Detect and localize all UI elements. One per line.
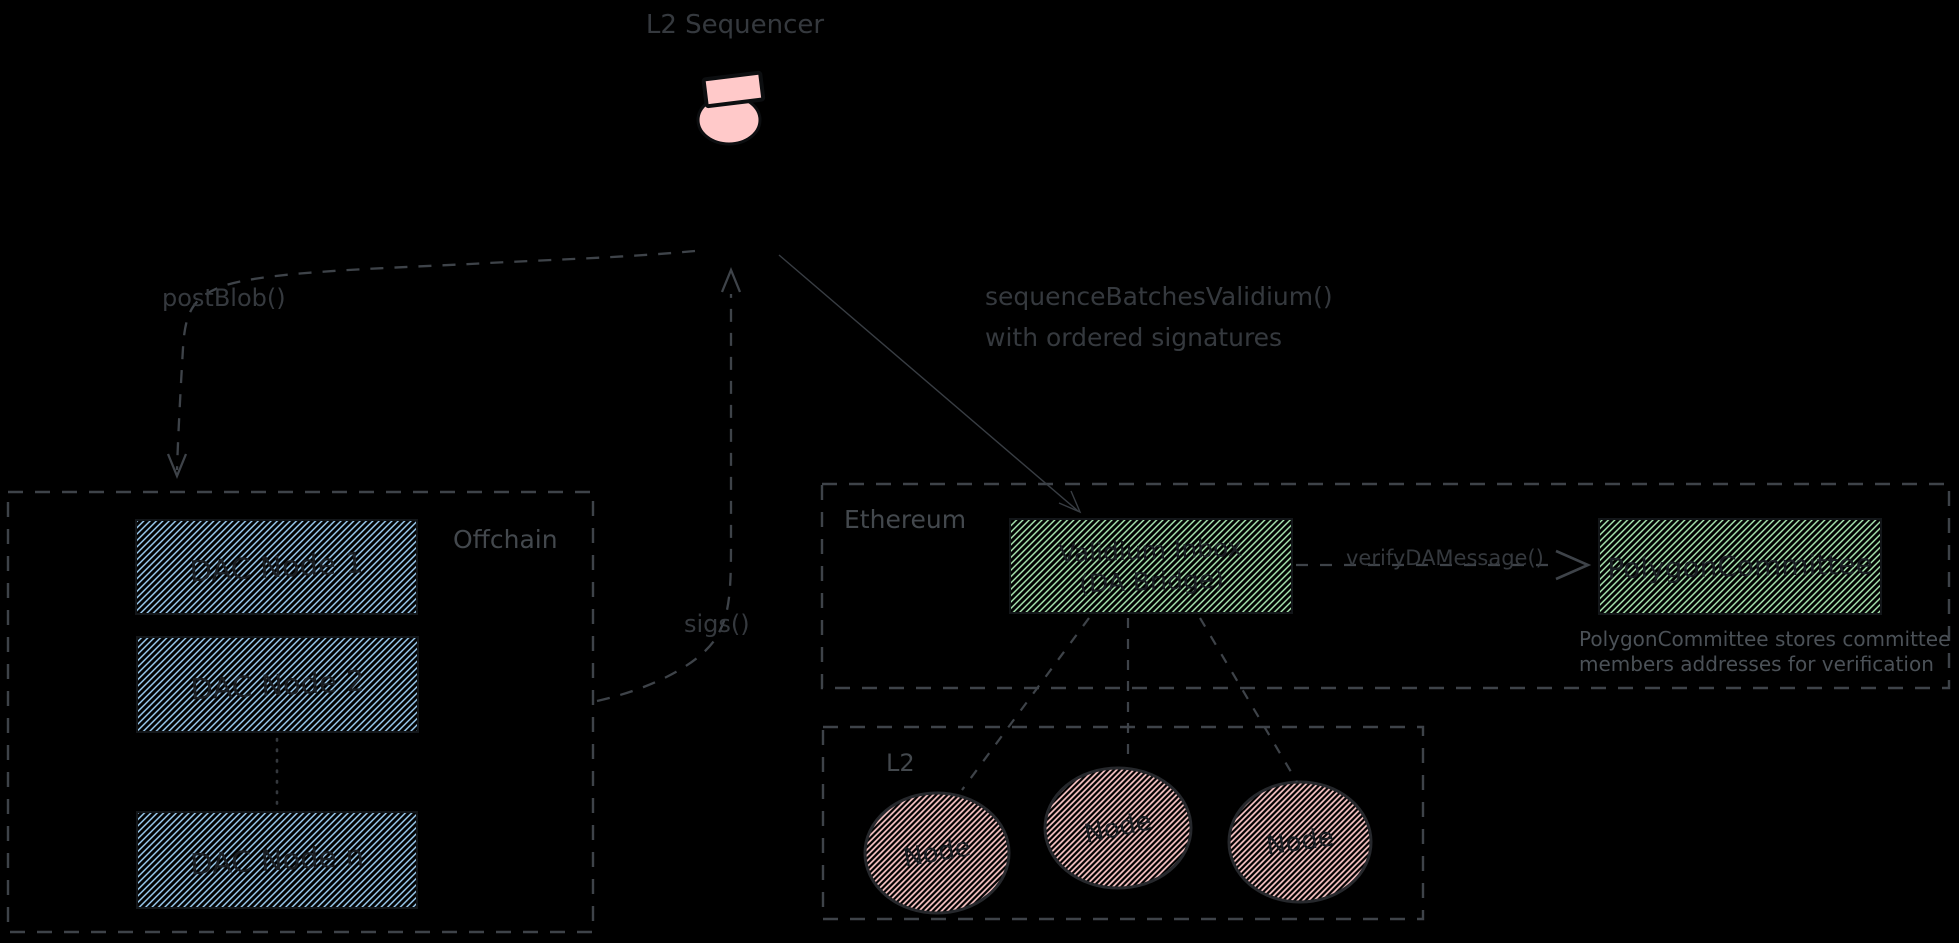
dac-node-n-label: DAC Node n <box>189 838 365 882</box>
sequence-batches-line2: with ordered signatures <box>985 323 1283 352</box>
sigs-arrowhead <box>720 266 742 293</box>
committee-footnote-line1: PolygonCommittee stores committee <box>1579 627 1951 651</box>
polygon-committee-label: PolygonCommittee <box>1606 547 1873 586</box>
validium-inbox-line2: (DA Bridge) <box>1078 564 1225 599</box>
dac-node-2-label: DAC Node 2 <box>189 662 366 707</box>
ethereum-box <box>820 482 1951 690</box>
sequence-batches-arrowhead <box>1058 490 1082 514</box>
sigs-label: sigs() <box>684 610 750 638</box>
sigs-arrow-line <box>596 294 733 703</box>
committee-footnote: PolygonCommittee stores committee member… <box>1579 627 1950 677</box>
committee-footnote-line2: members addresses for verification <box>1579 652 1934 676</box>
postblob-arrow-line <box>175 249 696 471</box>
validium-inbox-label: Validium Inbox (DA Bridge) <box>1008 514 1293 618</box>
dac-node-1-label: DAC Node 1 <box>188 545 365 589</box>
l2-box <box>821 725 1425 921</box>
sequence-batches-label: sequenceBatchesValidium() with ordered s… <box>985 276 1333 358</box>
sequencer-person-icon <box>696 70 766 146</box>
sequence-batches-arrow-line <box>778 254 1079 512</box>
validium-inbox-box <box>1009 518 1293 614</box>
verify-da-message-label: verifyDAMessage() <box>1346 546 1544 570</box>
l2-label: L2 <box>886 749 915 777</box>
inbox-to-node1-line <box>961 617 1090 791</box>
l2-node-3-ellipse <box>1227 780 1373 904</box>
verify-arrowhead <box>1555 549 1592 581</box>
polygon-committee-box <box>1598 518 1882 615</box>
l2-node-1-ellipse <box>863 791 1011 915</box>
sequencer-title: L2 Sequencer <box>645 10 825 40</box>
postblob-arrowhead <box>166 453 188 480</box>
dac-node-n-box <box>136 811 418 909</box>
dac-node-1-box <box>135 519 418 615</box>
l2-node-2-ellipse <box>1043 766 1193 890</box>
offchain-label: Offchain <box>453 525 558 554</box>
sequence-batches-line1: sequenceBatchesValidium() <box>985 282 1333 311</box>
inbox-to-node3-line <box>1199 617 1298 783</box>
postblob-label: postBlob() <box>162 284 286 312</box>
ethereum-label: Ethereum <box>844 505 967 534</box>
dac-node-2-box <box>136 636 419 733</box>
